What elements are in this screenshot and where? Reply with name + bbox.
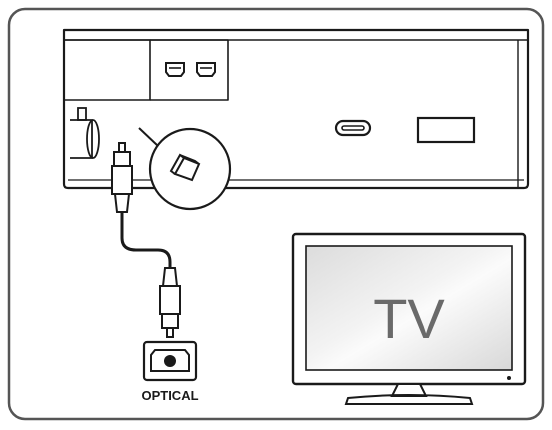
optical-plug-soundbar <box>111 142 133 213</box>
optical-port-label: OPTICAL <box>141 388 198 403</box>
usb-c-port-icon <box>334 119 372 137</box>
optical-plug-tv <box>159 267 181 338</box>
hdmi-port-icon <box>196 62 216 77</box>
hdmi-port-icon <box>165 62 185 77</box>
side-jack <box>70 107 100 159</box>
television <box>291 232 527 405</box>
optical-input-icon <box>169 153 201 182</box>
tv-stand <box>344 383 474 405</box>
tv-screen-label: TV <box>373 287 445 350</box>
tv-screen <box>305 245 513 371</box>
optical-cable <box>120 212 172 268</box>
rectangular-port <box>416 116 476 144</box>
tv-power-led <box>507 376 511 380</box>
soundbar-rear-panel <box>62 28 530 190</box>
optical-output-icon <box>142 340 198 382</box>
